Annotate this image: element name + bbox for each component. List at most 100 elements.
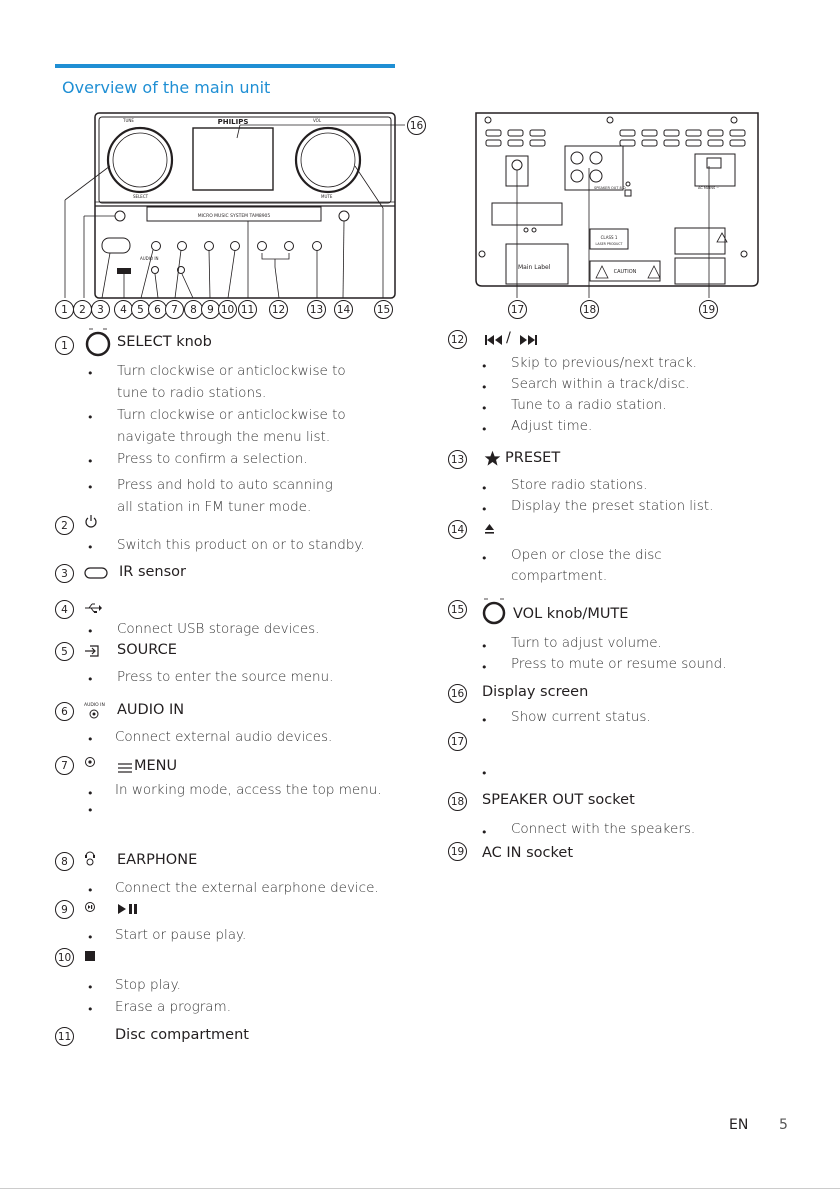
bullet: •: [481, 482, 488, 495]
menu-icon: [118, 763, 132, 773]
callout-16: 16: [407, 116, 426, 135]
item-5-bullet-1: Press to enter the source menu.: [117, 669, 334, 685]
vol-knob-icon: [482, 598, 506, 625]
item-1-bullet-1b: tune to radio stations.: [117, 385, 267, 401]
callout-17: 17: [508, 300, 527, 319]
item-2-number: 2: [55, 516, 74, 535]
bullet: •: [87, 455, 94, 468]
bullet: •: [481, 767, 488, 780]
bullet: •: [481, 552, 488, 565]
ir-sensor-icon: [84, 567, 108, 579]
callout-10: 10: [218, 300, 237, 319]
item-1-bullet-3: Press to confirm a selection.: [117, 451, 308, 467]
audio-in-icon: AUDIO IN: [84, 702, 105, 719]
item-16-title: Display screen: [482, 684, 589, 700]
item-13-number: 13: [448, 450, 467, 469]
main-label-text: Main Label: [518, 264, 551, 271]
callout-8: 8: [184, 300, 203, 319]
bullet: •: [87, 981, 94, 994]
callout-19: 19: [699, 300, 718, 319]
class1-label: CLASS 1: [601, 235, 618, 240]
audio-in-label: AUDIO IN: [140, 256, 159, 261]
item-13-bullet-1: Store radio stations.: [511, 477, 648, 493]
callout-2: 2: [73, 300, 92, 319]
page-number: 5: [779, 1117, 788, 1133]
item-9-number: 9: [55, 900, 74, 919]
svg-text:AUDIO IN: AUDIO IN: [84, 702, 105, 708]
item-16-bullet-1: Show current status.: [511, 709, 651, 725]
bullet: •: [87, 625, 94, 638]
item-5-title: SOURCE: [117, 642, 177, 658]
item-1-bullet-4b: all station in FM tuner mode.: [117, 499, 312, 515]
bullet: •: [481, 360, 488, 373]
item-1-bullet-1a: Turn clockwise or anticlockwise to: [117, 363, 346, 379]
stop-icon: [85, 951, 95, 961]
item-7-title: MENU: [134, 758, 178, 774]
section-rule: [55, 64, 395, 68]
brand-label: PHILIPS: [218, 118, 249, 126]
bullet: •: [87, 411, 94, 424]
callout-7: 7: [165, 300, 184, 319]
item-7-number: 7: [55, 756, 74, 775]
language-tag: EN: [729, 1117, 749, 1133]
item-18-number: 18: [448, 792, 467, 811]
menu-button-icon: [85, 757, 95, 767]
item-10-number: 10: [55, 948, 74, 967]
item-12-title: /: [506, 330, 511, 346]
eject-icon: [485, 524, 494, 534]
item-13-title: PRESET: [505, 450, 561, 466]
model-label: MICRO MUSIC SYSTEM TAM8905: [198, 213, 271, 219]
item-19-title: AC IN socket: [482, 845, 574, 861]
item-2-bullet-1: Switch this product on or to standby.: [117, 537, 365, 553]
item-19-number: 19: [448, 842, 467, 861]
item-12-bullet-1: Skip to previous/next track.: [511, 355, 697, 371]
previous-icon: [485, 335, 502, 345]
bullet: •: [87, 673, 94, 686]
item-13-bullet-2: Display the preset station list.: [511, 498, 714, 514]
bullet: •: [481, 381, 488, 394]
callout-3: 3: [91, 300, 110, 319]
item-17-number: 17: [448, 732, 467, 751]
callout-15: 15: [374, 300, 393, 319]
bullet: •: [87, 733, 94, 746]
item-18-bullet-1: Connect with the speakers.: [511, 821, 696, 837]
item-8-bullet-1: Connect the external earphone device.: [115, 880, 379, 896]
speaker-out-label: SPEAKER OUT 8 Ω: [594, 186, 626, 190]
item-4-bullet-1: Connect USB storage devices.: [117, 621, 320, 637]
item-6-number: 6: [55, 702, 74, 721]
bullet: •: [87, 931, 94, 944]
usb-icon: [85, 603, 102, 613]
caution-label: CAUTION: [614, 269, 637, 275]
item-10-bullet-1: Stop play.: [115, 977, 181, 993]
item-11-title: Disc compartment: [115, 1027, 249, 1043]
tune-label: TUNE: [122, 118, 134, 123]
callout-14: 14: [334, 300, 353, 319]
item-6-title: AUDIO IN: [117, 702, 185, 718]
mute-label: MUTE: [321, 194, 333, 199]
bullet: •: [481, 714, 488, 727]
bullet: •: [481, 402, 488, 415]
bullet: •: [87, 884, 94, 897]
item-8-number: 8: [55, 852, 74, 871]
item-14-bullet-1a: Open or close the disc: [511, 547, 662, 563]
callout-4: 4: [114, 300, 133, 319]
item-1-bullet-2b: navigate through the menu list.: [117, 429, 331, 445]
laser-label: LASER PRODUCT: [596, 242, 623, 246]
item-3-title: IR sensor: [119, 564, 187, 580]
item-12-bullet-2: Search within a track/disc.: [511, 376, 690, 392]
item-15-title: VOL knob/MUTE: [513, 606, 629, 622]
item-9-bullet-1: Start or pause play.: [115, 927, 247, 943]
callout-13: 13: [307, 300, 326, 319]
item-12-bullet-4: Adjust time.: [511, 418, 593, 434]
star-icon: [484, 450, 501, 466]
item-16-number: 16: [448, 684, 467, 703]
front-panel-diagram: PHILIPS TUNE VOL SELECT MUTE MICRO MUSIC…: [64, 112, 405, 299]
source-icon: [85, 645, 99, 657]
callout-11: 11: [238, 300, 257, 319]
select-label: SELECT: [133, 194, 149, 199]
item-10-bullet-2: Erase a program.: [115, 999, 231, 1015]
item-18-title: SPEAKER OUT socket: [482, 792, 635, 808]
bullet: •: [87, 481, 94, 494]
page-title: Overview of the main unit: [62, 78, 271, 97]
item-4-number: 4: [55, 600, 74, 619]
